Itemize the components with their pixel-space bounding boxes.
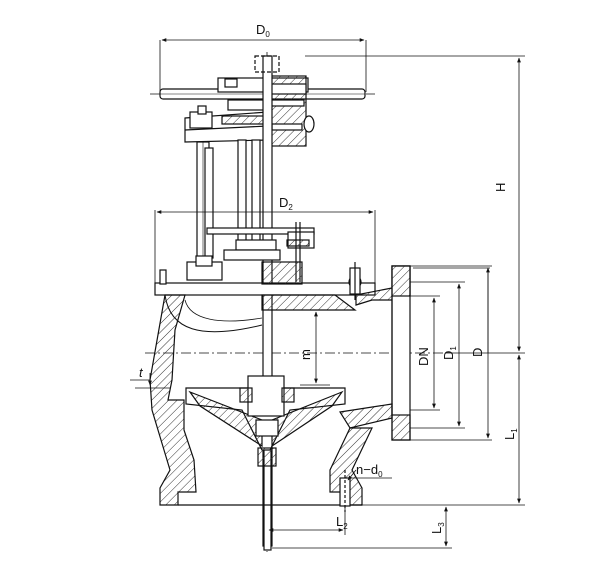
- label-L2: L2: [336, 514, 348, 531]
- dimension-lines: [130, 38, 525, 549]
- outlet-nozzle: [339, 265, 411, 441]
- label-n-d0: n−d0: [356, 462, 383, 479]
- bracket: [206, 222, 315, 282]
- label-H: H: [493, 183, 508, 192]
- yoke-top: [184, 105, 269, 143]
- dimension-labels: D0 D2 H DN D1 D m t L1 n−d0 L2: [139, 22, 519, 534]
- label-t: t: [139, 365, 144, 380]
- valve-disc: [185, 375, 346, 467]
- label-L1: L1: [502, 428, 519, 440]
- label-m: m: [298, 349, 313, 360]
- yoke-columns: [196, 139, 261, 261]
- label-D2: D2: [279, 195, 293, 212]
- label-D0: D0: [256, 22, 270, 39]
- bonnet-flange: [154, 255, 376, 311]
- label-D1: D1: [441, 346, 458, 360]
- label-L3: L3: [429, 522, 446, 534]
- label-DN: DN: [416, 347, 431, 366]
- label-D: D: [470, 348, 485, 357]
